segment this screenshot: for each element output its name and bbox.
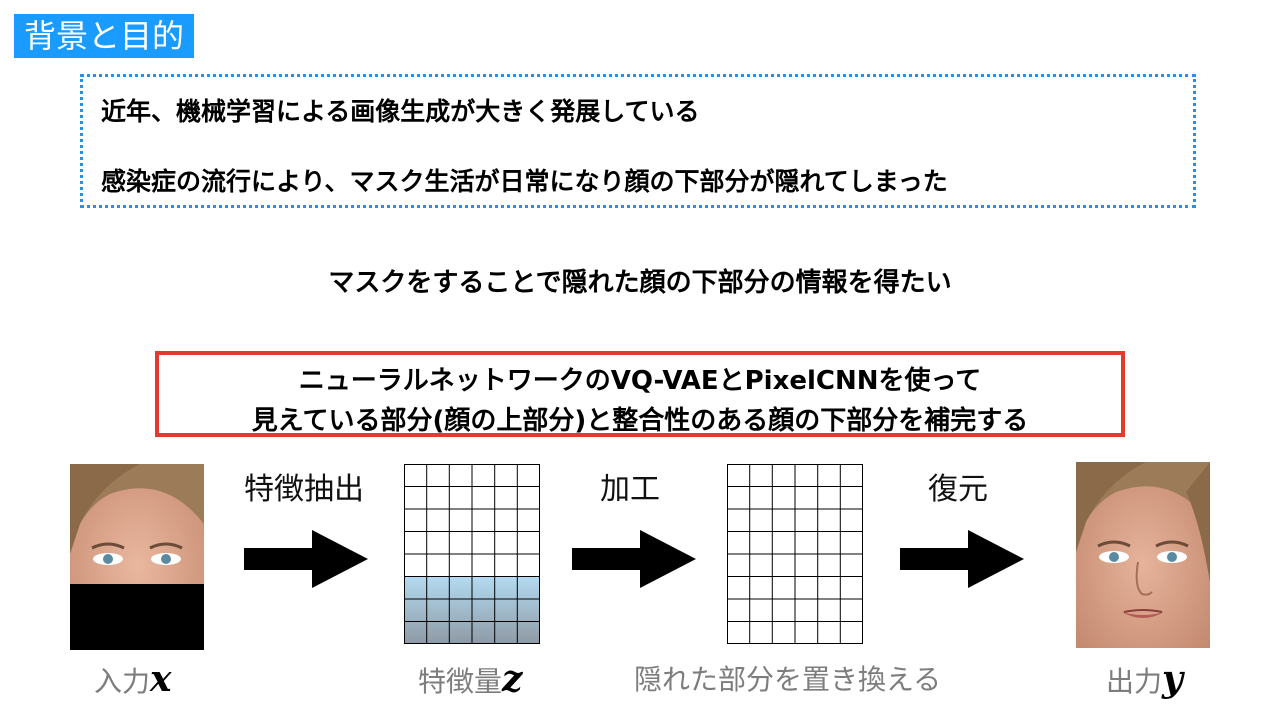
page-title: 背景と目的 — [14, 14, 195, 58]
method-line-2: 見えている部分(顔の上部分)と整合性のある顔の下部分を補完する — [251, 406, 1029, 436]
method-box — [155, 351, 1125, 437]
input-label-group: 入力x — [94, 658, 171, 700]
goal-statement: マスクをすることで隠れた顔の下部分の情報を得たい — [328, 268, 952, 298]
feature-symbol: z — [502, 658, 523, 700]
replace-caption: 隠れた部分を置き換える — [634, 663, 942, 696]
feature-label: 特徴量 — [418, 665, 503, 698]
background-box — [80, 74, 1196, 208]
step-feature-extraction: 特徴抽出 — [244, 472, 364, 507]
output-label: 出力 — [1106, 665, 1163, 698]
feature-grid — [404, 464, 540, 644]
input-face-image — [70, 464, 204, 650]
background-line-2: 感染症の流行により、マスク生活が日常になり顔の下部分が隠れてしまった — [101, 167, 948, 196]
arrow-right-icon — [244, 530, 368, 588]
processed-grid — [727, 464, 863, 644]
input-symbol: x — [150, 658, 172, 700]
method-line-1: ニューラルネットワークのVQ-VAEとPixelCNNを使って — [298, 366, 982, 396]
input-label: 入力 — [94, 665, 151, 698]
feature-label-group: 特徴量z — [418, 658, 522, 700]
arrow-right-icon — [900, 530, 1024, 588]
output-symbol: y — [1162, 658, 1183, 700]
output-label-group: 出力y — [1106, 658, 1183, 700]
output-face-image — [1076, 462, 1210, 648]
step-process: 加工 — [600, 472, 660, 507]
arrow-right-icon — [572, 530, 696, 588]
step-restore: 復元 — [928, 472, 988, 507]
background-line-1: 近年、機械学習による画像生成が大きく発展している — [101, 97, 700, 126]
